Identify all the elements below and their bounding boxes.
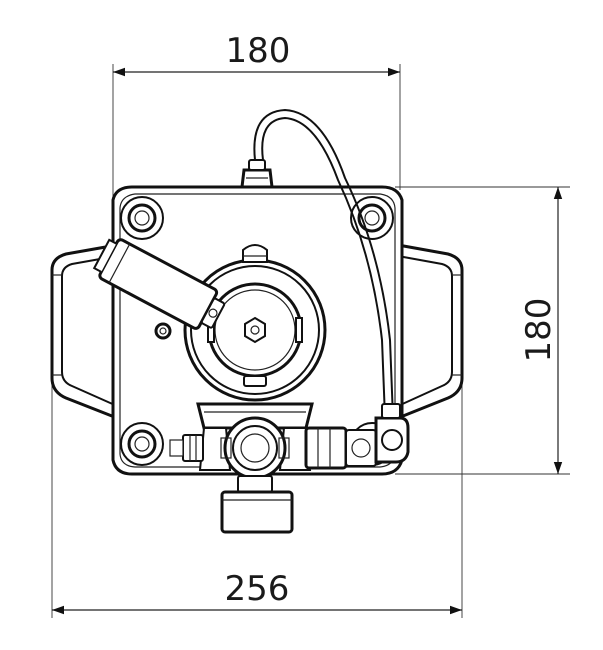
pump-body [183, 244, 327, 402]
dimension-top: 180 [112, 31, 401, 260]
dimension-label-bottom: 256 [225, 569, 290, 609]
dimension-label-right: 180 [519, 298, 559, 363]
hose-elbow-fitting [374, 403, 410, 464]
bottom-pressure-gauge [220, 475, 294, 534]
cable-gland-top [240, 159, 274, 189]
dimension-label-top: 180 [226, 31, 291, 71]
bottom-handwheel [220, 416, 290, 480]
dimension-right: 180 [395, 186, 570, 475]
pin-hole [154, 322, 172, 340]
bolt-top-left [120, 196, 164, 240]
flexible-hose [253, 108, 394, 419]
left-fitting [169, 434, 204, 462]
left-bracket [50, 243, 118, 420]
angled-cartridge [92, 238, 226, 330]
bolt-bottom-left [120, 422, 164, 466]
right-coupling [304, 426, 377, 470]
right-bracket [397, 243, 464, 420]
bolt-top-right [350, 196, 394, 240]
dimension-bottom: 256 [51, 360, 463, 618]
